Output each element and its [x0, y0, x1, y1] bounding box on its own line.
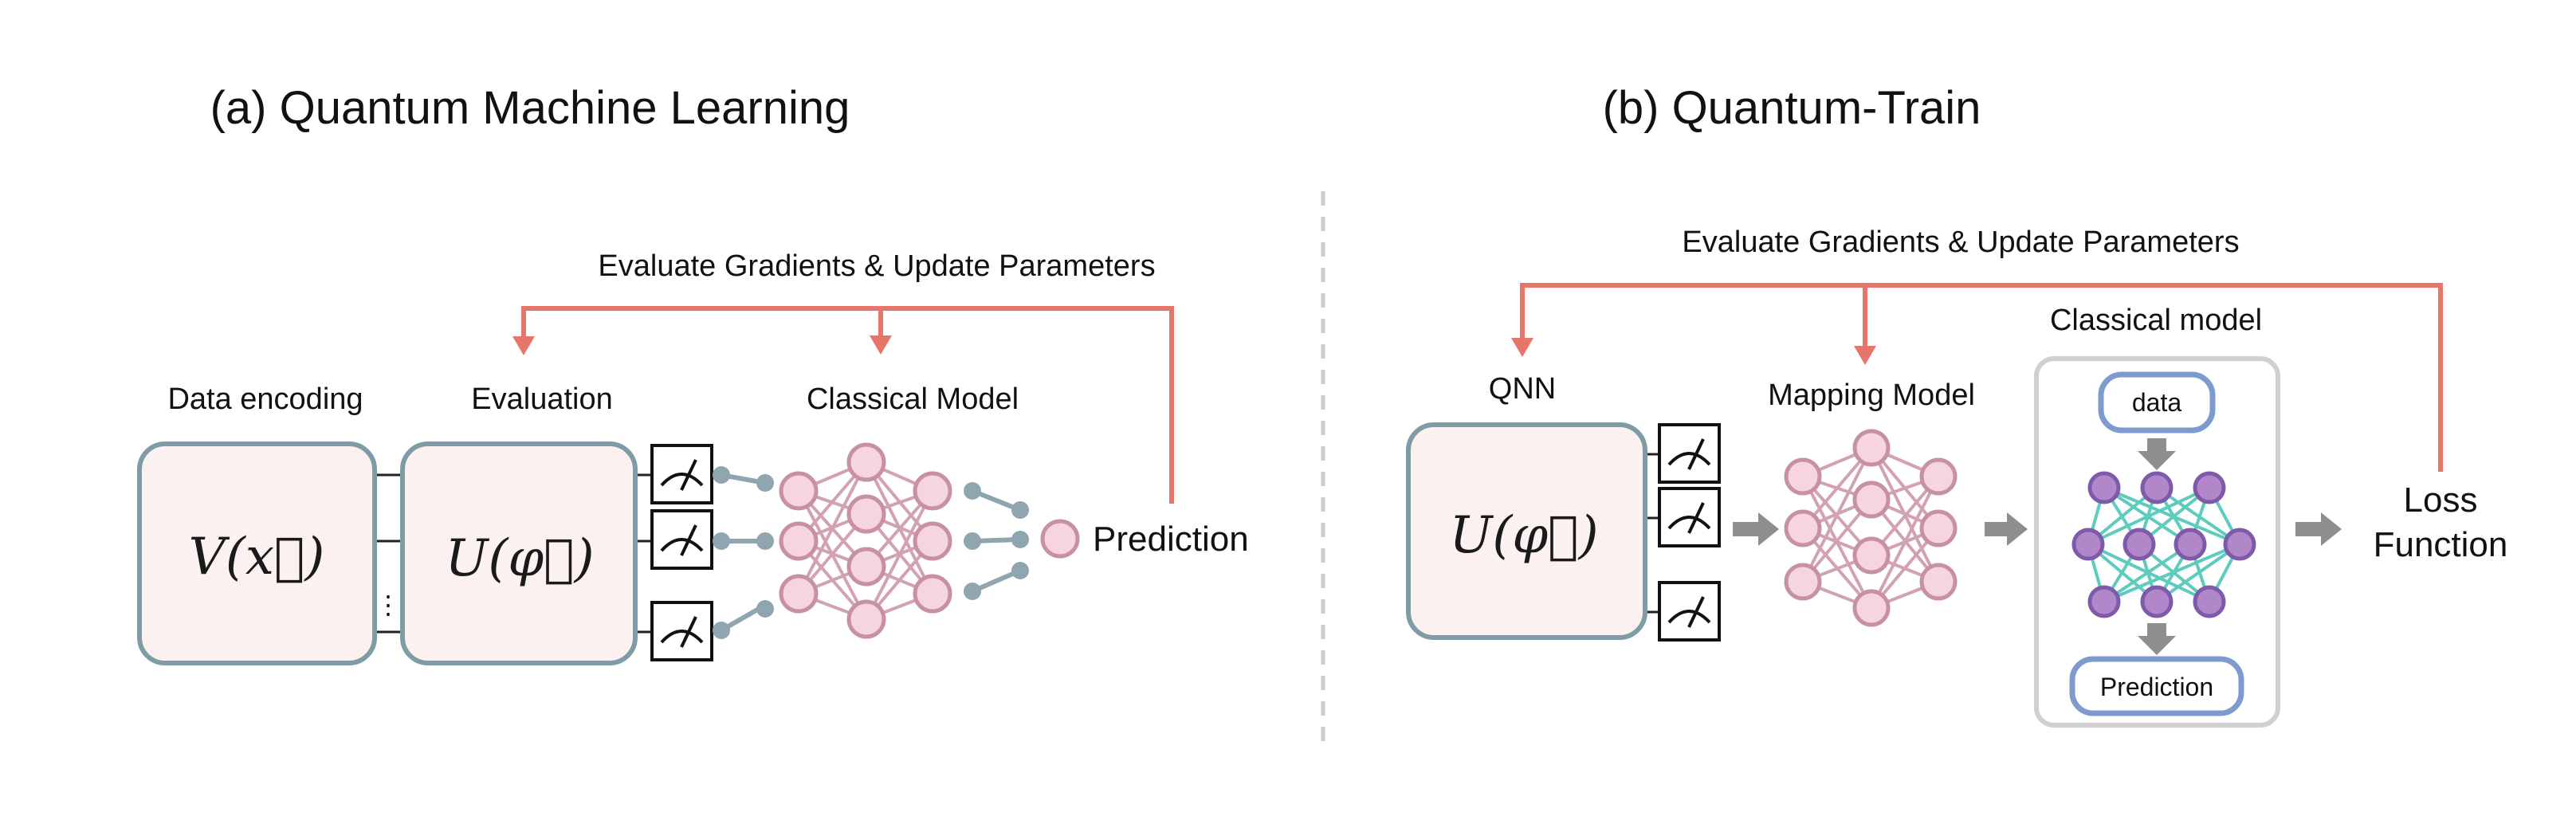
mapping-network-edges [1801, 446, 1940, 610]
data-encoding-label: Data encoding [167, 383, 363, 416]
panel-a-feedback-arrowhead-classical [870, 335, 892, 355]
measurement-icon [650, 509, 713, 570]
evaluation-box [400, 441, 638, 665]
classical-model-container [2034, 356, 2280, 728]
panel-b-feedback-arrowhead-mapping [1854, 346, 1876, 365]
arrow-prediction-down-icon [2138, 623, 2176, 655]
measurement-icon [1658, 487, 1721, 547]
panel-b-title: (b) Quantum-Train [1603, 82, 1981, 134]
nn-b-node [1919, 563, 1958, 601]
prediction-pill [2069, 656, 2244, 716]
nn-a-node [779, 521, 819, 561]
panel-b: (b) Quantum-Train Evaluate Gradients & U… [1406, 82, 2508, 728]
measurement-meters-a [650, 444, 713, 661]
prediction-pill-label: Prediction [2100, 673, 2213, 701]
mapping-model-label: Mapping Model [1768, 379, 1975, 412]
panel-b-feedback-line [1520, 283, 2443, 472]
panel-a-feedback-arrowhead-evaluation [512, 336, 535, 355]
classical-network-a-edges [797, 461, 934, 621]
nn-c-node [2087, 471, 2121, 504]
unitary-formula-b: U(φ⃗) [1449, 506, 1598, 565]
nn-b-node [1784, 509, 1822, 547]
nn-b-node [1852, 589, 1891, 627]
data-pill [2098, 371, 2216, 434]
nn-a-node [779, 574, 819, 614]
nn-c-edge [2087, 486, 2210, 546]
measurement-icon [650, 444, 713, 504]
arrow-to-loss-icon [2295, 512, 2342, 546]
nn-a-node [846, 494, 886, 534]
panel-a-prediction-label: Prediction [1093, 520, 1249, 559]
panel-a-feedback-loop: Evaluate Gradients & Update Parameters [512, 249, 1174, 504]
loss-function-line2: Function [2374, 525, 2508, 564]
nn-c-edge [2155, 543, 2241, 603]
readout-nodes-out [964, 482, 1029, 600]
panel-a: (a) Quantum Machine Learning Evaluate Gr… [137, 82, 1249, 665]
measurement-meters-b [1658, 423, 1721, 642]
qnn-box [1406, 422, 1647, 640]
nn-a-node [846, 442, 886, 482]
panel-b-feedback-arrowhead-qnn [1511, 338, 1533, 357]
evaluation-label: Evaluation [471, 383, 612, 416]
nn-a-edge [865, 490, 934, 620]
nn-b-edge [1801, 447, 1873, 583]
panel-b-feedback-loop: Evaluate Gradients & Update Parameters [1511, 226, 2443, 472]
nn-b-node [1852, 536, 1891, 575]
nn-b-node [1784, 457, 1822, 496]
encoding-formula: V(x⃗) [189, 528, 325, 587]
panel-a-feedback-line [521, 306, 1174, 504]
nn-a-node [846, 599, 886, 639]
nn-c-node [2122, 528, 2156, 561]
nn-a-node [913, 521, 952, 561]
prediction-node [1040, 519, 1080, 559]
nn-c-node [2071, 528, 2105, 561]
qubit-wires-a [375, 473, 652, 634]
classical-network-a-nodes [779, 442, 952, 639]
arrow-mapping-to-classical-icon [1985, 512, 2028, 546]
nn-c-edge [2103, 543, 2192, 603]
measurement-icon [1658, 423, 1721, 484]
nn-b-node [1852, 481, 1891, 519]
unitary-formula-a: U(φ⃗) [445, 529, 594, 588]
wire-ellipsis: ⋮ [375, 591, 401, 619]
nn-c-node [2174, 528, 2207, 561]
nn-c-node [2193, 471, 2226, 504]
arrow-data-down-icon [2138, 438, 2176, 470]
nn-a-node [846, 547, 886, 587]
nn-c-node [2087, 585, 2121, 618]
nn-c-node [2223, 528, 2256, 561]
panel-b-classical-model-label: Classical model [2050, 304, 2262, 337]
nn-a-node [913, 471, 952, 511]
nn-a-node [913, 574, 952, 614]
arrow-qnn-to-mapping-icon [1733, 512, 1779, 546]
panel-a-classical-model-label: Classical Model [807, 383, 1019, 416]
panel-a-title: (a) Quantum Machine Learning [210, 82, 850, 134]
nn-c-edge [2103, 543, 2240, 603]
nn-c-node [2193, 585, 2226, 618]
data-pill-label: data [2132, 388, 2181, 417]
measurement-icon [1658, 581, 1721, 642]
nn-a-node [779, 471, 819, 511]
nn-b-node [1852, 429, 1891, 467]
data-encoding-box [137, 441, 377, 665]
nn-c-node [2140, 471, 2174, 504]
nn-b-node [1919, 509, 1958, 547]
qnn-label: QNN [1489, 372, 1556, 406]
mapping-network-nodes [1784, 429, 1958, 627]
classical-network-b-nodes [2071, 471, 2256, 618]
nn-a-edge [797, 461, 868, 594]
nn-c-node [2140, 585, 2174, 618]
panel-b-feedback-label: Evaluate Gradients & Update Parameters [1682, 226, 2239, 259]
nn-b-node [1919, 457, 1958, 496]
panel-a-feedback-label: Evaluate Gradients & Update Parameters [598, 249, 1155, 283]
loss-function-line1: Loss [2404, 481, 2478, 520]
nn-b-edge [1870, 476, 1940, 609]
measurement-icon [650, 601, 713, 661]
readout-nodes-in [713, 466, 774, 639]
nn-b-node [1784, 563, 1822, 601]
